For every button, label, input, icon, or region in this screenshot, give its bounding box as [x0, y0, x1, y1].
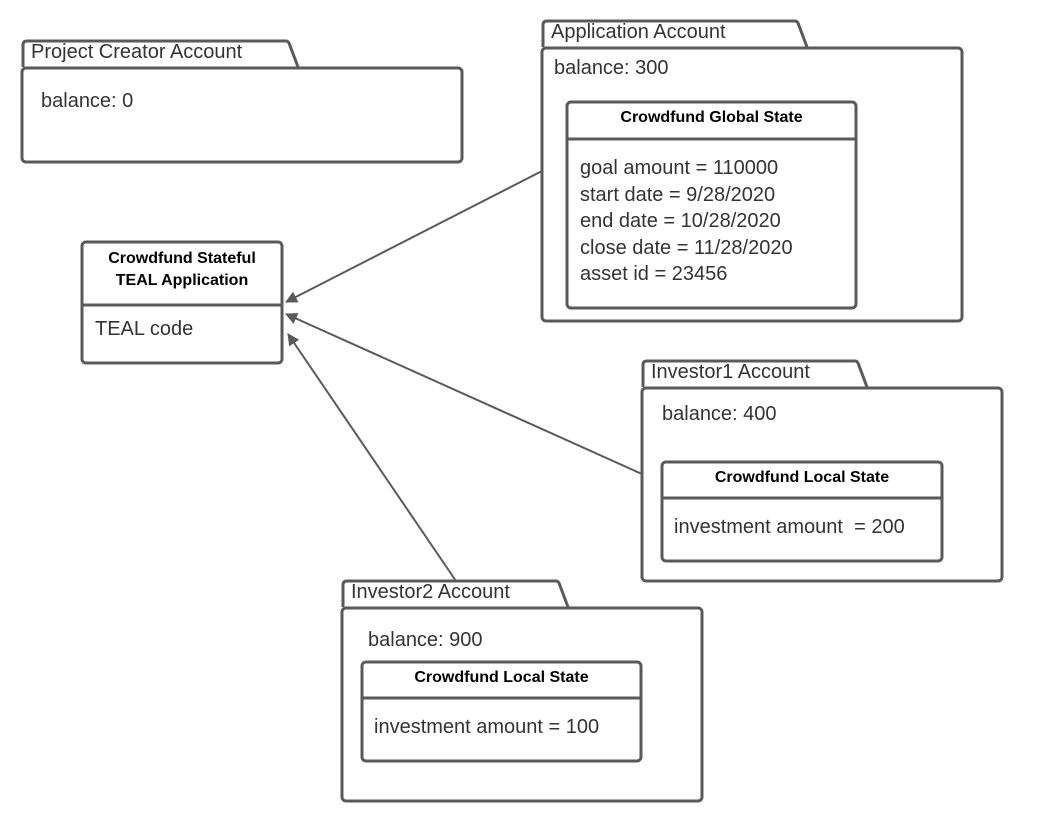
investor1-body-shape: [640, 386, 1004, 583]
investor1-investment-amount: investment amount = 200: [674, 516, 905, 538]
teal-application-code: TEAL code: [95, 318, 194, 340]
application-account-balance: balance: 300: [554, 57, 669, 79]
teal-application-title-line2: TEAL Application: [115, 272, 249, 289]
application-account-body-shape: [540, 46, 964, 323]
global-state-asset-id: asset id = 23456: [580, 263, 728, 285]
project-creator-balance: balance: 0: [41, 90, 134, 112]
project-creator-tab-shape: [21, 39, 300, 68]
global-state-end-date: end date = 10/28/2020: [580, 210, 781, 232]
application-account-tab-shape: [541, 19, 809, 48]
investor2-balance: balance: 900: [368, 629, 483, 651]
arrow-investor2-to-teal: [287, 333, 457, 582]
investor1-balance: balance: 400: [662, 403, 777, 425]
global-state-close-date: close date = 11/28/2020: [580, 236, 793, 259]
application-account-package: [540, 19, 964, 323]
teal-application-title: Crowdfund Stateful TEAL Application: [82, 248, 282, 292]
investor1-local-state-frame: [660, 460, 944, 563]
investor2-local-state-frame: [360, 660, 643, 763]
project-creator-body-shape: [20, 66, 464, 164]
investor1-tab-label: Investor1 Account: [651, 361, 810, 383]
investor2-tab-shape: [341, 579, 570, 608]
global-state-title: Crowdfund Global State: [620, 109, 803, 126]
teal-application-title-line1: Crowdfund Stateful: [108, 250, 256, 267]
global-state-goal-amount: goal amount = 110000: [580, 157, 779, 179]
teal-application-frame: [80, 240, 284, 365]
project-creator-account-package: [20, 39, 464, 164]
project-creator-tab-label: Project Creator Account: [31, 41, 243, 63]
investor1-local-state-title: Crowdfund Local State: [714, 469, 890, 486]
investor2-body-shape: [340, 606, 704, 803]
connectors: [285, 170, 643, 582]
investor1-tab-shape: [641, 359, 869, 388]
investor2-investment-amount: investment amount = 100: [374, 716, 600, 738]
arrow-application-to-teal: [285, 170, 543, 303]
teal-application-box: [80, 240, 284, 365]
global-state-box: [565, 100, 858, 310]
investor1-account-package: [640, 359, 1004, 583]
investor2-local-state-title: Crowdfund Local State: [414, 669, 589, 686]
arrow-investor1-to-teal: [285, 313, 643, 475]
global-state-fields: goal amount = 110000 start date = 9/28/2…: [580, 155, 793, 288]
investor2-tab-label: Investor2 Account: [351, 581, 510, 603]
application-account-tab-label: Application Account: [551, 21, 726, 43]
global-state-start-date: start date = 9/28/2020: [580, 183, 776, 206]
global-state-frame: [565, 100, 858, 310]
investor2-account-package: [340, 579, 704, 803]
